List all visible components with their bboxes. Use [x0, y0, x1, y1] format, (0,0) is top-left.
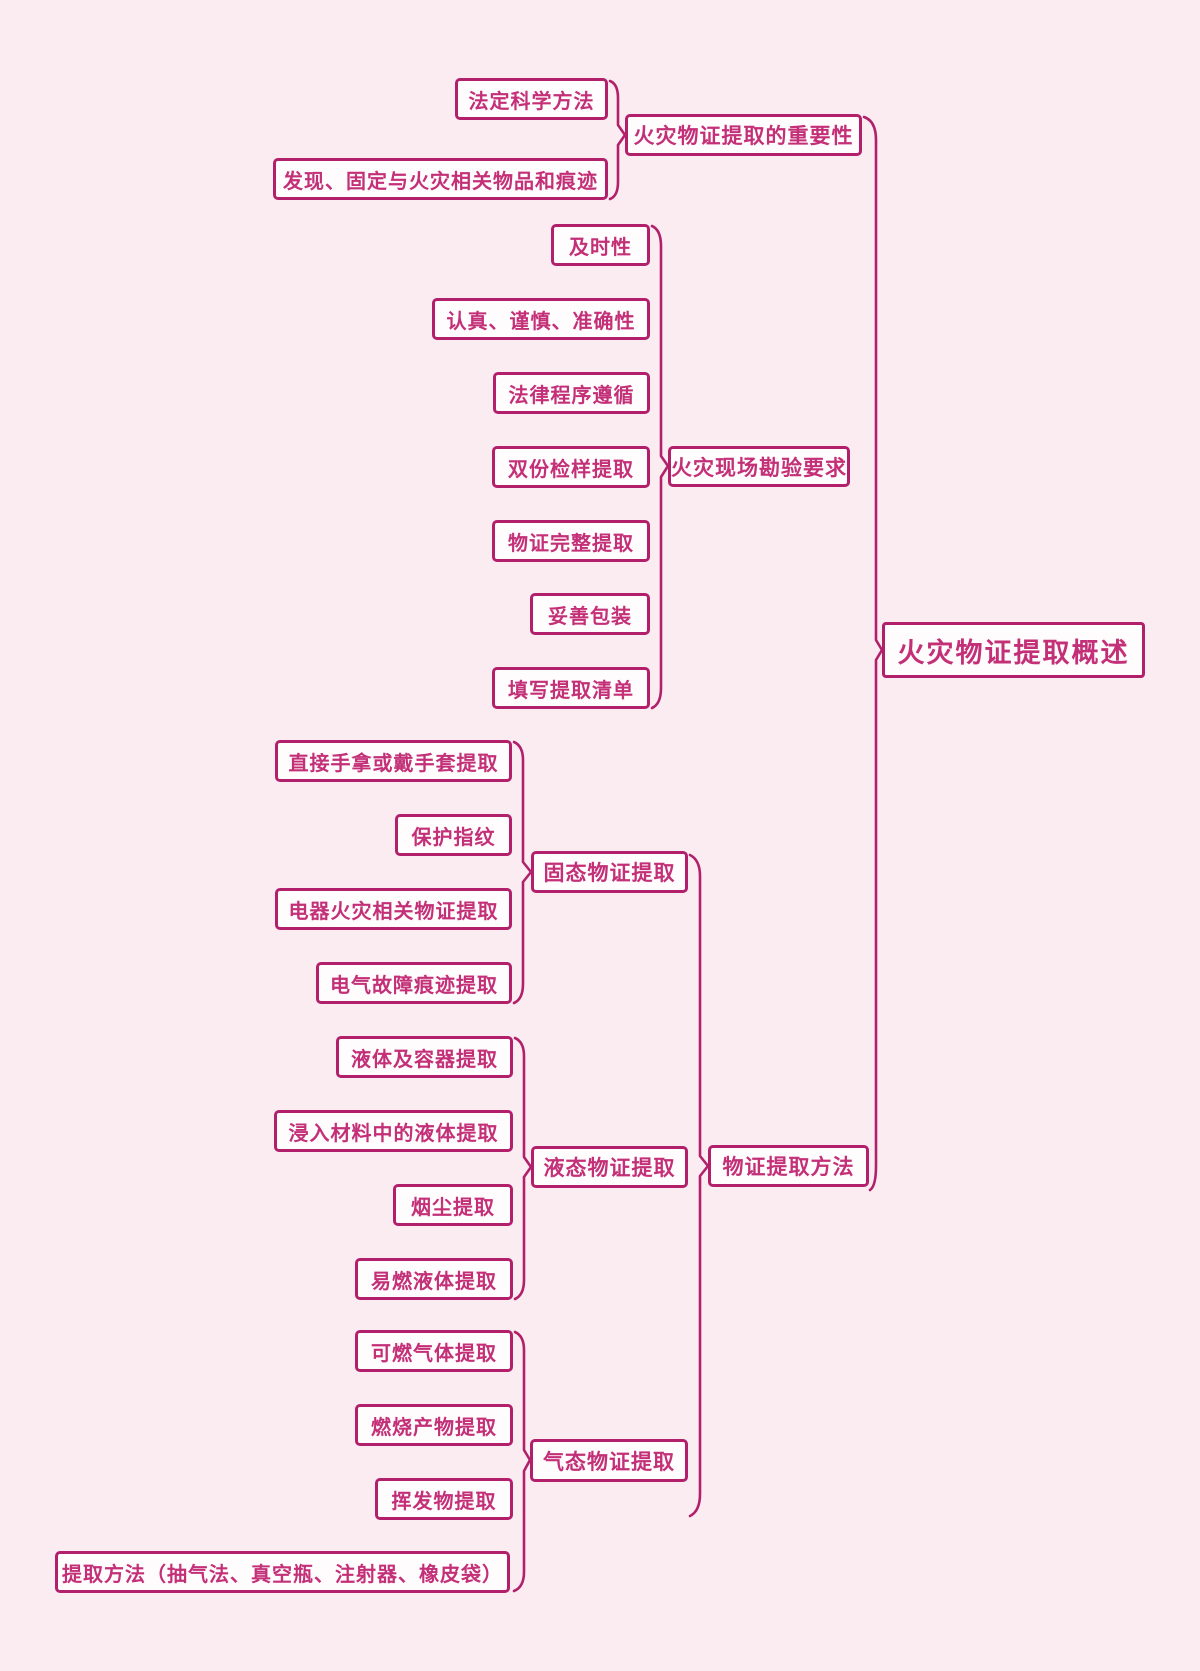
- node-root[interactable]: 火灾物证提取概述: [882, 622, 1145, 678]
- node-flammable-liquid[interactable]: 易燃液体提取: [355, 1258, 513, 1300]
- node-legal-method[interactable]: 法定科学方法: [455, 78, 608, 120]
- node-electric-fire-evidence[interactable]: 电器火灾相关物证提取: [275, 888, 512, 930]
- bracket-solid: [512, 740, 533, 1005]
- node-liquid[interactable]: 液态物证提取: [531, 1146, 688, 1188]
- node-legal-procedure[interactable]: 法律程序遵循: [493, 372, 650, 414]
- bracket-liquid: [513, 1036, 533, 1301]
- node-liquid-container[interactable]: 液体及容器提取: [336, 1036, 513, 1078]
- node-importance[interactable]: 火灾物证提取的重要性: [625, 114, 862, 156]
- node-carefulness[interactable]: 认真、谨慎、准确性: [432, 298, 650, 340]
- bracket-gas: [512, 1330, 532, 1593]
- node-scene-requirements[interactable]: 火灾现场勘验要求: [668, 446, 850, 487]
- node-fill-inventory[interactable]: 填写提取清单: [492, 667, 650, 709]
- bracket-scene-requirements: [650, 224, 670, 710]
- node-solid[interactable]: 固态物证提取: [531, 851, 688, 893]
- node-duplicate-sampling[interactable]: 双份检样提取: [492, 446, 650, 488]
- node-discover-fix[interactable]: 发现、固定与火灾相关物品和痕迹: [273, 158, 608, 200]
- node-timeliness[interactable]: 及时性: [551, 224, 650, 266]
- bracket-importance: [608, 79, 627, 201]
- node-gas[interactable]: 气态物证提取: [530, 1439, 688, 1482]
- node-electric-fault-trace[interactable]: 电气故障痕迹提取: [316, 962, 512, 1004]
- node-methods[interactable]: 物证提取方法: [708, 1145, 869, 1187]
- node-complete-extraction[interactable]: 物证完整提取: [492, 520, 650, 562]
- node-soaked-material[interactable]: 浸入材料中的液体提取: [274, 1110, 513, 1152]
- node-combustion-products[interactable]: 燃烧产物提取: [355, 1404, 513, 1446]
- node-combustible-gas[interactable]: 可燃气体提取: [355, 1330, 513, 1372]
- bracket-root: [862, 115, 884, 1192]
- node-proper-packaging[interactable]: 妥善包装: [530, 593, 650, 635]
- bracket-methods-group: [688, 853, 710, 1518]
- node-volatiles[interactable]: 挥发物提取: [375, 1478, 513, 1520]
- node-extraction-tools[interactable]: 提取方法（抽气法、真空瓶、注射器、橡皮袋）: [55, 1551, 510, 1593]
- node-hand-or-glove[interactable]: 直接手拿或戴手套提取: [275, 740, 512, 782]
- node-soot[interactable]: 烟尘提取: [393, 1184, 513, 1226]
- node-protect-fingerprint[interactable]: 保护指纹: [395, 814, 512, 856]
